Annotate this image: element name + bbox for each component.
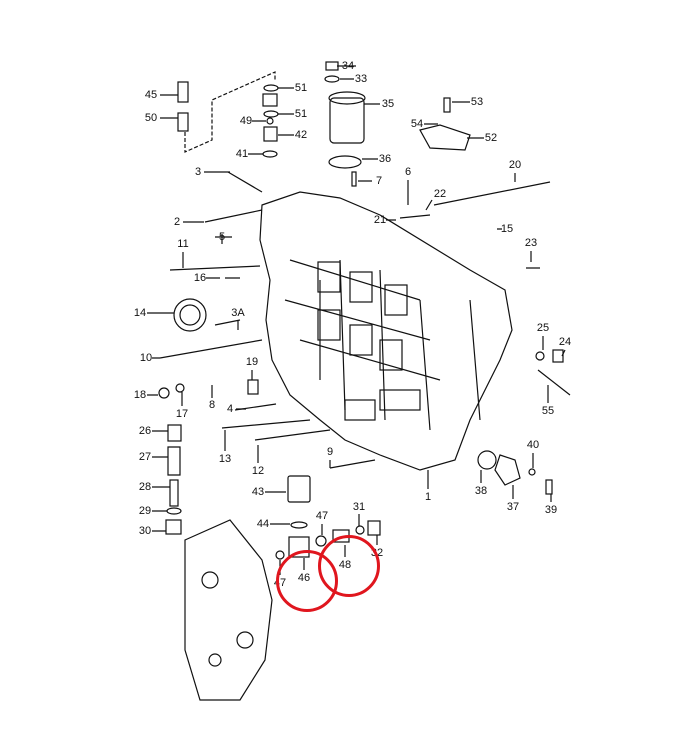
part-label: 3A	[231, 307, 245, 319]
part-label: 12	[251, 465, 265, 477]
part-label: 39	[544, 504, 558, 516]
part-label: 55	[541, 405, 555, 417]
part-label: 26	[138, 425, 152, 437]
part-label: 36	[378, 153, 392, 165]
part-label: 45	[144, 89, 158, 101]
highlight-circle-48	[318, 535, 380, 597]
part-label: 30	[138, 525, 152, 537]
part-label: 15	[500, 223, 514, 235]
part-label: 4	[226, 403, 234, 415]
part-label: 34	[341, 60, 355, 72]
main-bearings	[317, 261, 421, 421]
part-label: 35	[381, 98, 395, 110]
part-label: 53	[470, 96, 484, 108]
part-label: 9	[326, 446, 334, 458]
part-label: 27	[138, 451, 152, 463]
part-label: 6	[404, 166, 412, 178]
part-label: 18	[133, 389, 147, 401]
part-label: 25	[536, 322, 550, 334]
part-label: 1	[424, 491, 432, 503]
part-label: 38	[474, 485, 488, 497]
part-label: 21	[373, 214, 387, 226]
part-label: 8	[208, 399, 216, 411]
part-label: 44	[256, 518, 270, 530]
part-label: 52	[484, 132, 498, 144]
part-label: 5	[218, 231, 226, 243]
part-label: 29	[138, 505, 152, 517]
part-label: 54	[410, 118, 424, 130]
part-label: 42	[294, 129, 308, 141]
part-label: 17	[175, 408, 189, 420]
part-label: 49	[239, 115, 253, 127]
part-label: 37	[506, 501, 520, 513]
part-label: 51	[294, 108, 308, 120]
part-label: 19	[245, 356, 259, 368]
part-label: 20	[508, 159, 522, 171]
part-label: 14	[133, 307, 147, 319]
part-label: 7	[375, 175, 383, 187]
part-label: 50	[144, 112, 158, 124]
part-label: 22	[433, 188, 447, 200]
part-label: 13	[218, 453, 232, 465]
part-label: 10	[139, 352, 153, 364]
part-label: 40	[526, 439, 540, 451]
part-label: 16	[193, 272, 207, 284]
part-label: 51	[294, 82, 308, 94]
part-label: 41	[235, 148, 249, 160]
part-label: 33	[354, 73, 368, 85]
part-label: 2	[173, 216, 181, 228]
lower-housing	[184, 519, 273, 701]
part-label: 24	[558, 336, 572, 348]
part-label: 47	[315, 510, 329, 522]
part-label: 31	[352, 501, 366, 513]
part-label: 43	[251, 486, 265, 498]
crankcase-body	[259, 191, 513, 471]
part-label: 11	[177, 238, 189, 250]
part-label: 28	[138, 481, 152, 493]
part-label: 3	[194, 166, 202, 178]
part-label: 23	[524, 237, 538, 249]
